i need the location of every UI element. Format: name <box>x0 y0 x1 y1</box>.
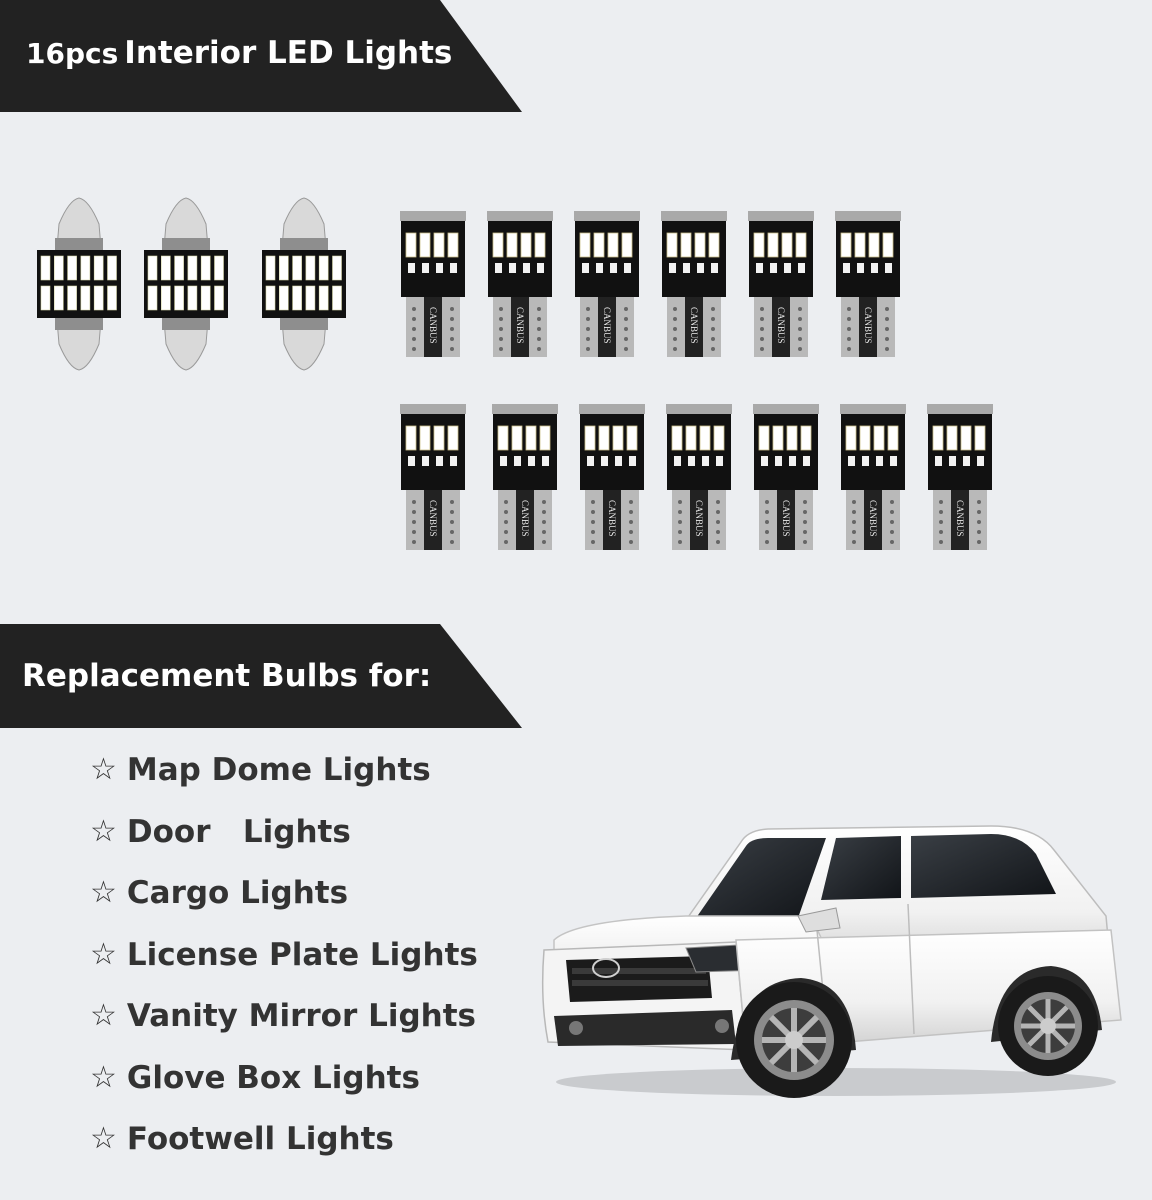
list-item: ☆ Vanity Mirror Lights <box>90 998 478 1060</box>
bulb-label: CANBUS <box>955 500 965 537</box>
list-item: ☆License Plate Lights <box>90 937 478 999</box>
bulb-label: CANBUS <box>868 500 878 537</box>
list-item-label: Door Lights <box>126 813 351 850</box>
section-banner: Replacement Bulbs for: <box>0 624 522 728</box>
star-icon: ☆ <box>90 752 117 787</box>
header-quantity: 16pcs <box>26 36 119 70</box>
list-item: ☆Door Lights <box>90 814 478 876</box>
star-icon: ☆ <box>90 875 117 910</box>
star-icon: ☆ <box>90 1059 117 1095</box>
star-icon: ☆ <box>90 1121 117 1156</box>
t10-bulb-icon: CANBUS <box>579 404 645 550</box>
bulb-label: CANBUS <box>520 500 530 537</box>
festoon-bulb-icon <box>37 197 121 371</box>
t10-bulb-icon: CANBUS <box>400 211 466 357</box>
bulb-label: CANBUS <box>781 500 791 537</box>
bulb-label: CANBUS <box>602 307 612 344</box>
t10-bulb-icon: CANBUS <box>400 404 466 550</box>
bulb-label: CANBUS <box>863 307 873 344</box>
t10-bulb-icon: CANBUS <box>748 211 814 357</box>
feature-list: ☆Map Dome Lights ☆Door Lights ☆Cargo Lig… <box>90 752 478 1183</box>
t10-bulb-icon: CANBUS <box>487 211 553 357</box>
list-item-label: Vanity Mirror Lights <box>126 998 476 1034</box>
festoon-bulb-icon <box>144 197 228 371</box>
list-item-label: Footwell Lights <box>126 1121 394 1157</box>
section-title: Replacement Bulbs for: <box>22 658 432 694</box>
bulb-label: CANBUS <box>515 307 525 344</box>
t10-bulb-icon: CANBUS <box>753 404 819 550</box>
t10-bulb-icon: CANBUS <box>835 211 901 357</box>
t10-bulb-icon: CANBUS <box>574 211 640 357</box>
festoon-bulb-icon <box>262 197 346 371</box>
list-item: ☆ Map Dome Lights <box>90 752 478 814</box>
star-icon: ☆ <box>90 813 117 849</box>
t10-bulb-icon: CANBUS <box>492 404 558 550</box>
list-item: ☆ Cargo Lights <box>90 875 478 937</box>
star-icon: ☆ <box>90 998 117 1033</box>
bulb-label: CANBUS <box>428 307 438 344</box>
bulb-label: CANBUS <box>607 500 617 537</box>
list-item: ☆Glove Box Lights <box>90 1060 478 1122</box>
bulb-label: CANBUS <box>428 500 438 537</box>
suv-vehicle-image <box>541 825 1122 1098</box>
list-item-label: Glove Box Lights <box>126 1059 420 1096</box>
header-title: Interior LED Lights <box>124 35 453 71</box>
list-item-label: Cargo Lights <box>126 875 349 911</box>
list-item: ☆ Footwell Lights <box>90 1121 478 1183</box>
t10-bulb-icon: CANBUS <box>661 211 727 357</box>
t10-bulb-icon: CANBUS <box>666 404 732 550</box>
list-item-label: Map Dome Lights <box>126 752 431 788</box>
bulb-label: CANBUS <box>689 307 699 344</box>
star-icon: ☆ <box>90 936 117 972</box>
t10-bulb-icon: CANBUS <box>840 404 906 550</box>
bulb-label: CANBUS <box>694 500 704 537</box>
t10-bulb-icon: CANBUS <box>927 404 993 550</box>
list-item-label: License Plate Lights <box>126 936 478 973</box>
bulb-label: CANBUS <box>776 307 786 344</box>
header-banner: 16pcs Interior LED Lights <box>0 0 522 112</box>
